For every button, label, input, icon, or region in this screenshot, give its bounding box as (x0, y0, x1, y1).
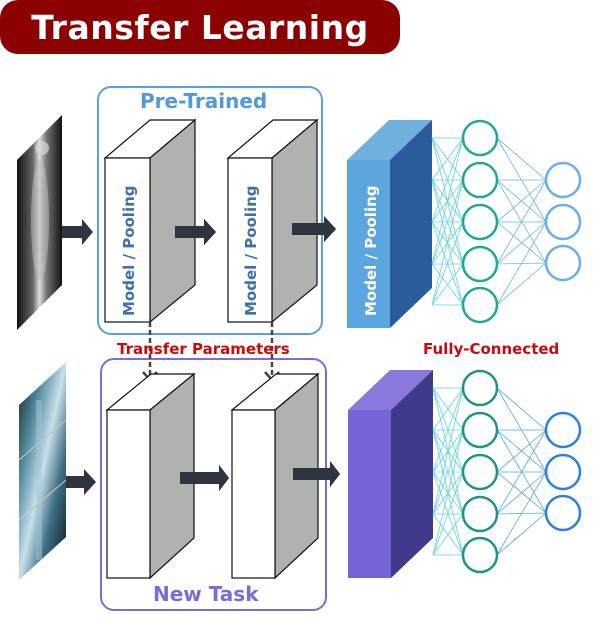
transfer-parameters-label: Transfer Parameters (117, 340, 290, 358)
pretrained-block-2 (226, 118, 319, 324)
arrow-right-icon (66, 469, 96, 495)
neuron-node (544, 161, 582, 199)
neuron-node (544, 453, 582, 491)
block-label: Model / Pooling (242, 185, 260, 316)
pretrained-hidden-layer (461, 119, 499, 324)
title-banner: Transfer Learning (0, 0, 400, 54)
neuron-node (461, 119, 499, 157)
neuron-node (461, 203, 499, 241)
pretrained-block-1 (103, 118, 197, 324)
neuron-node (544, 494, 582, 532)
block-label: Model / Pooling (120, 185, 138, 316)
arrow-right-icon (62, 219, 93, 245)
dense-block-label: Model / Pooling (362, 185, 380, 316)
pretrained-output-layer (544, 161, 582, 282)
fully-connected-label: Fully-Connected (423, 340, 560, 358)
neuron-node (544, 244, 582, 282)
neuron-node (461, 495, 499, 533)
newtask-group (100, 358, 327, 611)
newtask-hidden-layer (461, 369, 499, 574)
neuron-node (461, 411, 499, 449)
newtask-connections (432, 387, 547, 556)
neuron-node (544, 203, 582, 241)
pretrained-connections (431, 137, 547, 306)
neuron-node (461, 369, 499, 407)
newtask-label: New Task (153, 582, 259, 606)
neuron-node (461, 286, 499, 324)
pretrained-group (97, 86, 323, 335)
neuron-node (461, 453, 499, 491)
newtask-dense-block (348, 370, 433, 578)
newtask-block-1 (105, 372, 196, 580)
neuron-node (461, 536, 499, 574)
neuron-node (544, 411, 582, 449)
neuron-node (461, 161, 499, 199)
pretrained-dense-block (347, 120, 432, 328)
newtask-output-layer (544, 411, 582, 532)
xray-input-image (18, 362, 67, 580)
pretrained-label: Pre-Trained (140, 89, 268, 113)
title-text: Transfer Learning (31, 7, 369, 47)
neuron-node (461, 245, 499, 283)
mri-input-image (17, 115, 62, 330)
